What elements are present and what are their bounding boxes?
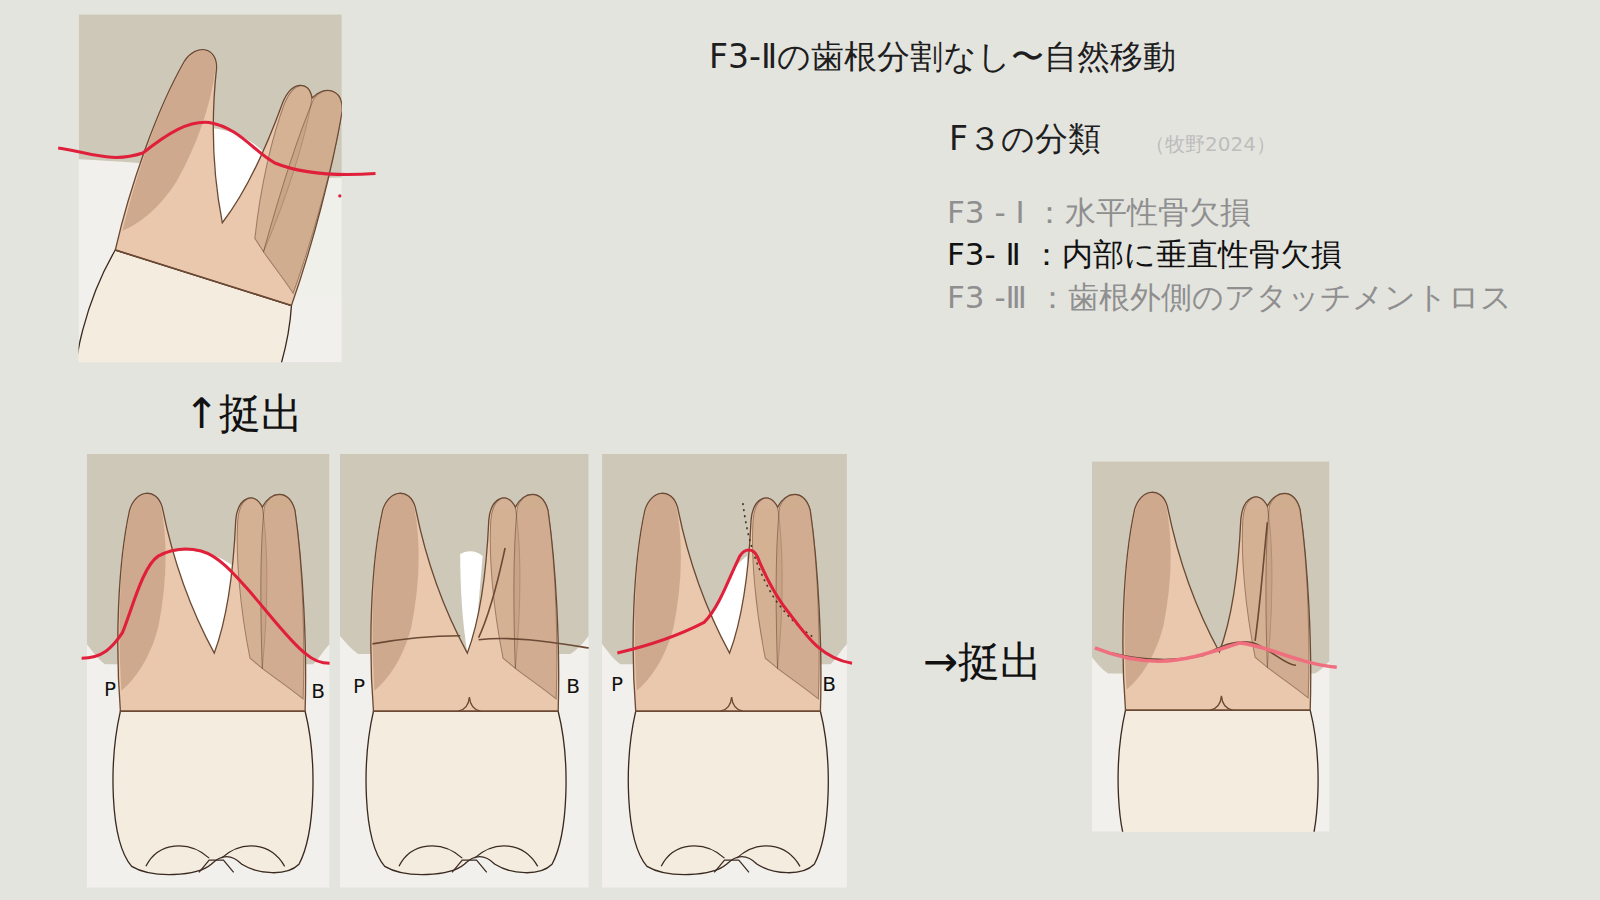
tooth-panel [1092, 461, 1337, 873]
extrusion-label: →挺出 [923, 638, 1042, 686]
illustration-part [87, 454, 330, 888]
illustration-part [79, 14, 342, 362]
soft-tissue [340, 454, 589, 888]
molar-tooth [628, 493, 828, 874]
extrusion-label: ↑挺出 [184, 390, 303, 438]
bone-level-line [1095, 643, 1337, 667]
illustration-part [340, 454, 589, 888]
classification-heading: F３の分類 [949, 120, 1101, 158]
bone-level-line [82, 549, 330, 663]
illustration-part [602, 454, 847, 888]
soft-tissue [602, 454, 847, 888]
side-label: P [353, 675, 365, 698]
side-label: B [566, 675, 580, 698]
slide-title: F3-Ⅱの歯根分割なし〜自然移動 [709, 38, 1176, 76]
side-label: P [611, 673, 623, 696]
illustration-part [1092, 461, 1330, 831]
side-label: B [822, 673, 836, 696]
bone-level-line [617, 550, 852, 663]
classification-item: F3- Ⅱ ：内部に垂直性骨欠損 [947, 237, 1342, 273]
classification-item: F3 -Ⅲ ：歯根外側のアタッチメントロス [947, 280, 1512, 316]
molar-tooth [113, 493, 313, 874]
citation-note: （牧野2024） [1145, 133, 1276, 156]
bone-level-line [58, 122, 375, 174]
side-label: B [311, 680, 325, 703]
tooth-panel [340, 454, 589, 888]
bone-crest-line [372, 548, 588, 648]
soft-tissue [87, 454, 330, 888]
central-groove [720, 697, 742, 711]
classification-item: F3 - Ⅰ ：水平性骨欠損 [947, 195, 1251, 231]
molar-tooth [366, 493, 566, 874]
molar-tooth [79, 40, 342, 362]
bone-crest-line [1112, 522, 1296, 665]
central-groove [458, 697, 480, 711]
dotted-root-line [743, 503, 814, 638]
central-groove [1210, 696, 1232, 710]
tooth-panel [602, 454, 852, 888]
side-label: P [104, 678, 116, 701]
tooth-panel [59, 14, 364, 463]
tooth-panel [82, 454, 330, 888]
marker-dot [338, 194, 341, 197]
